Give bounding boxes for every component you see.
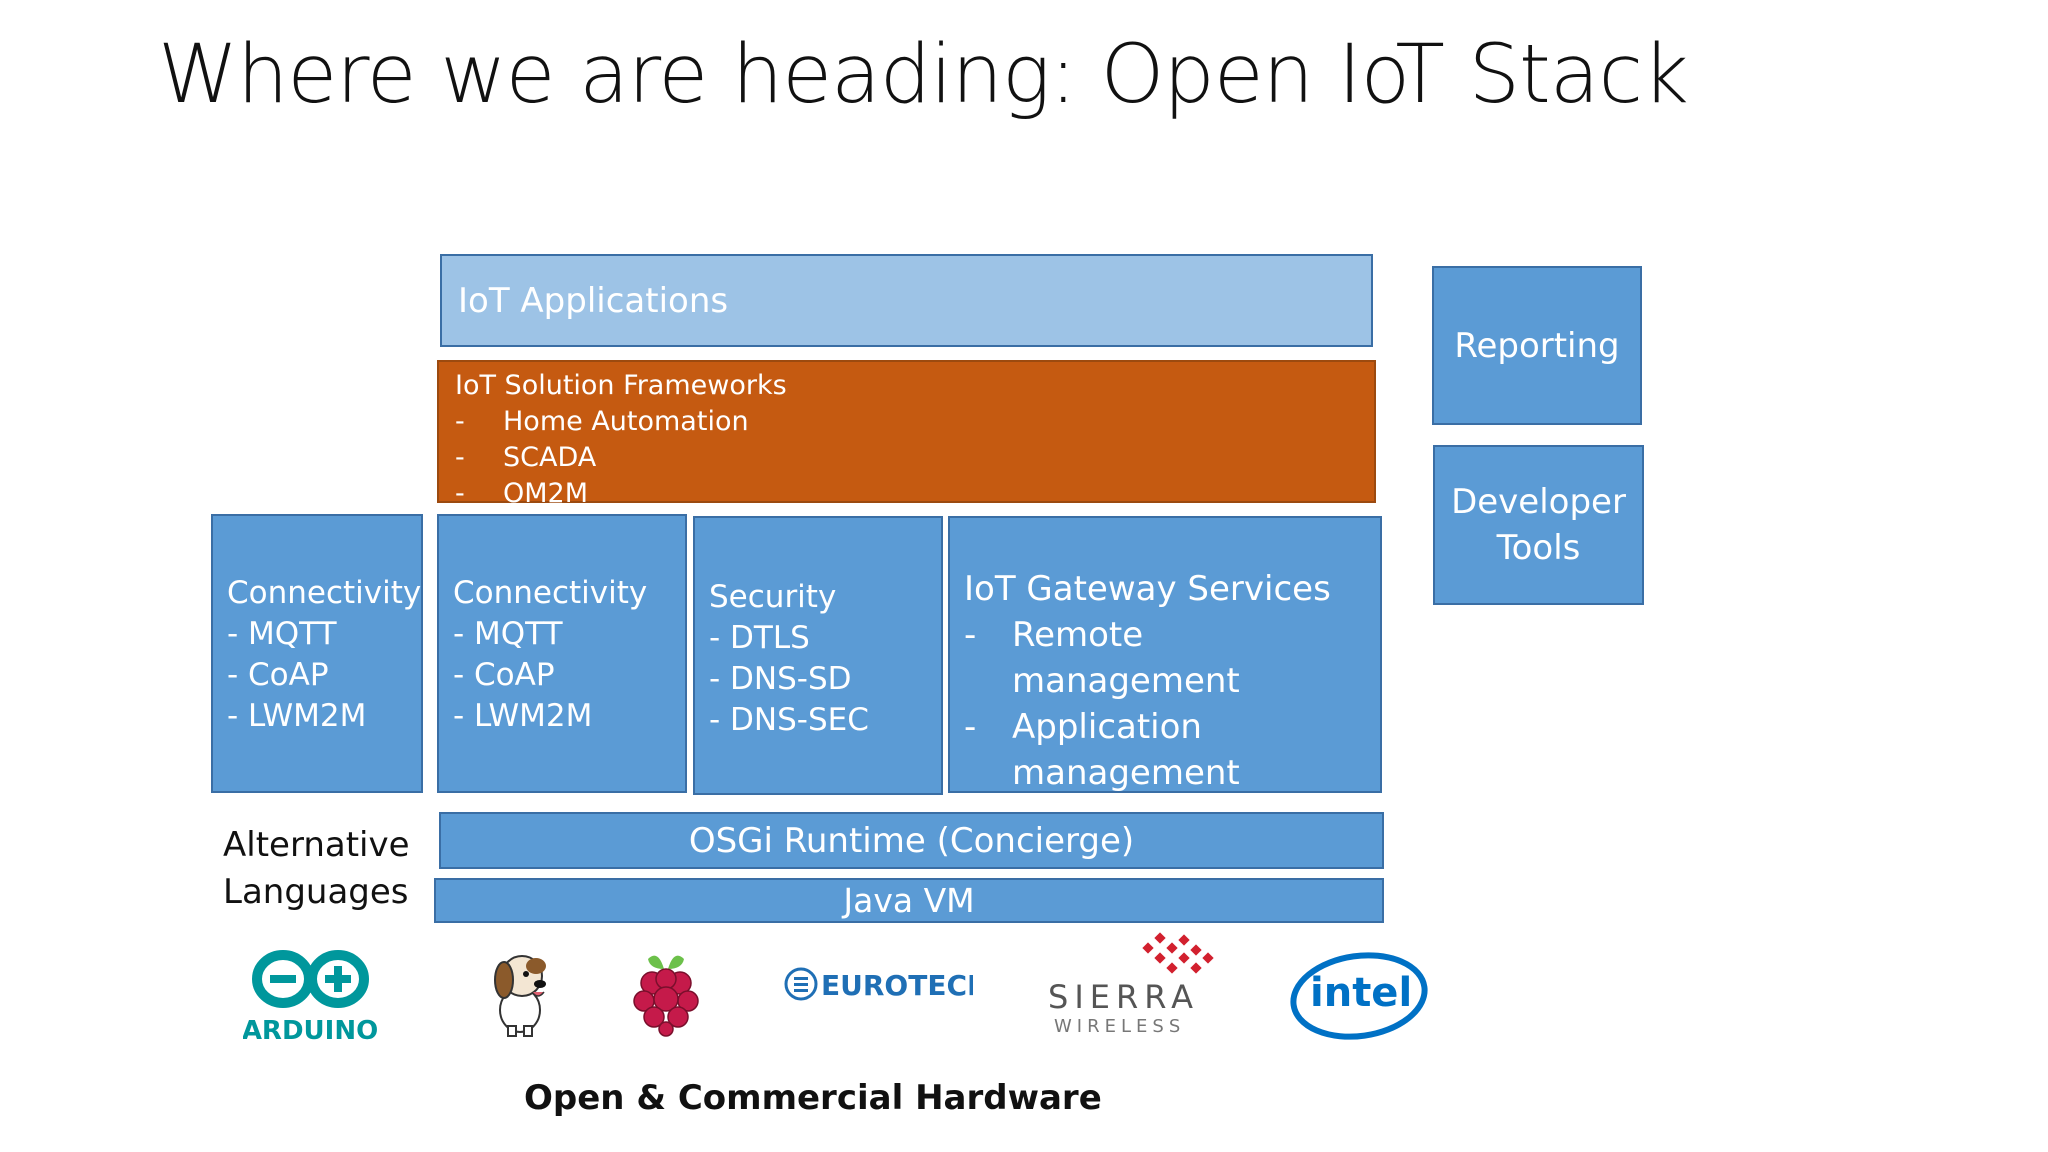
reporting-box: Reporting (1432, 266, 1642, 425)
osgi-runtime-label: OSGi Runtime (Concierge) (688, 820, 1135, 861)
gateway-services-box: IoT Gateway Services -Remote management … (948, 516, 1382, 793)
gateway-item: -Remote management (964, 612, 1366, 704)
svg-text:intel: intel (1310, 970, 1412, 1016)
svg-text:ARDUINO: ARDUINO (243, 1016, 378, 1045)
security-heading: Security (709, 579, 837, 615)
arduino-logo: ARDUINO (242, 945, 383, 1046)
intel-logo: intel (1286, 946, 1432, 1042)
developer-tools-line: Tools (1496, 528, 1581, 568)
svg-text:EUROTECH: EUROTECH (821, 969, 973, 1002)
framework-item-label: Home Automation (503, 406, 749, 437)
svg-text:WIRELESS: WIRELESS (1054, 1016, 1185, 1037)
connectivity-item: - CoAP (227, 657, 329, 693)
raspberry-pi-logo (628, 945, 704, 1037)
gateway-item: -Application management (964, 704, 1366, 796)
gateway-item-label: Remote management (1012, 615, 1240, 701)
connectivity-heading: Connectivity (227, 575, 422, 611)
iot-solution-frameworks-layer: IoT Solution Frameworks -Home Automation… (437, 360, 1376, 509)
security-item: - DNS-SEC (709, 702, 869, 738)
iot-applications-label: IoT Applications (458, 280, 729, 321)
framework-item: -Home Automation (455, 404, 1358, 440)
beaglebone-dog-logo (484, 948, 556, 1038)
connectivity-item: - CoAP (453, 657, 555, 693)
developer-tools-line: Developer (1451, 482, 1626, 522)
connectivity-box-right: Connectivity - MQTT - CoAP - LWM2M (437, 514, 687, 793)
framework-item-label: OM2M (503, 478, 589, 509)
java-vm-layer: Java VM (434, 878, 1384, 923)
developer-tools-box: Developer Tools (1433, 445, 1644, 605)
connectivity-item: - MQTT (227, 616, 337, 652)
frameworks-heading: IoT Solution Frameworks (455, 370, 787, 401)
gateway-heading: IoT Gateway Services (964, 569, 1331, 609)
framework-item-label: SCADA (503, 442, 597, 473)
connectivity-item: - MQTT (453, 616, 563, 652)
reporting-label: Reporting (1454, 325, 1620, 366)
hardware-caption: Open & Commercial Hardware (524, 1078, 1102, 1118)
alternative-languages-label: Alternative Languages (223, 825, 410, 912)
eurotech-logo: EUROTECH (783, 964, 990, 1004)
security-item: - DNS-SD (709, 661, 852, 697)
svg-text:SIERRA: SIERRA (1048, 978, 1199, 1016)
sierra-wireless-logo: SIERRA WIRELESS (1044, 932, 1234, 1038)
connectivity-box-left: Connectivity - MQTT - CoAP - LWM2M (211, 514, 423, 793)
framework-item: -SCADA (455, 440, 1358, 476)
connectivity-item: - LWM2M (453, 698, 593, 734)
connectivity-heading: Connectivity (453, 575, 648, 611)
iot-applications-layer: IoT Applications (440, 254, 1373, 347)
security-box: Security - DTLS - DNS-SD - DNS-SEC (693, 516, 943, 795)
page-title: Where we are heading: Open IoT Stack (158, 28, 1689, 122)
java-vm-label: Java VM (843, 881, 975, 920)
connectivity-item: - LWM2M (227, 698, 367, 734)
osgi-runtime-layer: OSGi Runtime (Concierge) (439, 812, 1384, 869)
security-item: - DTLS (709, 620, 810, 656)
gateway-item-label: Application management (1012, 707, 1240, 793)
framework-item: -OM2M (455, 476, 1358, 512)
